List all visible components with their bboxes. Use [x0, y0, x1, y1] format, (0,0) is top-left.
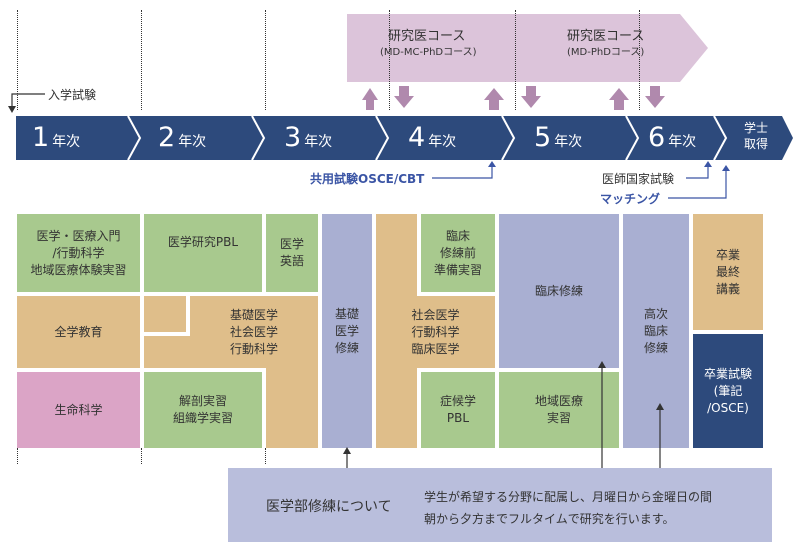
course2-subtitle: (MD-PhDコース): [567, 47, 645, 58]
down-arrow-icon: [645, 86, 665, 108]
block-anatomy: 解剖実習 組織学実習: [144, 372, 262, 448]
divider: [389, 10, 390, 110]
block-basic-training: 基礎 医学 修練: [322, 214, 372, 448]
timeline-band: [16, 115, 793, 161]
cbt-label: 共用試験OSCE/CBT: [310, 172, 425, 186]
up-arrow-icon: [362, 88, 378, 110]
block-advanced: 高次 臨床 修練: [623, 214, 689, 448]
note-title: 医学部修練について: [266, 499, 392, 515]
divider: [141, 10, 142, 110]
block-life-science: 生命科学: [17, 372, 140, 448]
up-arrow-icon: [484, 88, 504, 110]
note-connectors: [343, 361, 664, 470]
block-basic-social-tail: [266, 368, 318, 448]
divider: [265, 10, 266, 110]
block-basic-social: 基礎医学 社会医学 行動科学: [190, 296, 318, 368]
course-banner-md-phd: [515, 14, 708, 82]
block-general-ed-ext: [144, 296, 186, 332]
block-research-pbl: 医学研究PBL: [144, 214, 262, 292]
divider: [515, 10, 516, 110]
divider: [17, 10, 18, 110]
block-basic-social-ext: [144, 336, 190, 368]
down-arrow-icon: [394, 86, 414, 108]
entrance-arrow-icon: [8, 93, 45, 113]
note-line2: 朝から夕方までフルタイムで研究を行います。: [424, 512, 675, 526]
course1-title: 研究医コース: [388, 29, 466, 44]
exam-connectors: [432, 161, 730, 199]
block-english: 医学 英語: [266, 214, 318, 292]
note-line1: 学生が希望する分野に配属し、月曜日から金曜日の間: [424, 490, 713, 504]
matching-label: マッチング: [600, 192, 661, 206]
block-graduation-exam: 卒業試験 (筆記 /OSCE): [693, 334, 763, 448]
entrance-exam-label: 入学試験: [48, 88, 97, 102]
up-arrow-icon: [609, 88, 629, 110]
down-arrow-icon: [521, 86, 541, 108]
divider: [17, 448, 18, 464]
course2-title: 研究医コース: [567, 29, 645, 44]
block-community: 地域医療 実習: [499, 372, 619, 448]
note-box: [228, 468, 772, 542]
block-intro: 医学・医療入門 /行動科学 地域医療体験実習: [17, 214, 140, 292]
national-exam-label: 医師国家試験: [602, 172, 675, 186]
block-social-clinical: 社会医学 行動科学 臨床医学: [376, 296, 495, 368]
course-banners: [347, 14, 708, 110]
divider: [141, 448, 142, 464]
block-general-ed: 全学教育: [17, 296, 140, 368]
block-clinical: 臨床修練: [499, 214, 619, 368]
divider: [265, 448, 266, 464]
block-symptom-pbl: 症候学 PBL: [421, 372, 495, 448]
course1-subtitle: (MD-MC-PhDコース): [380, 47, 477, 58]
divider: [639, 10, 640, 110]
block-graduation-lecture: 卒業 最終 講義: [693, 214, 763, 330]
degree-label: 学士 取得: [743, 121, 768, 151]
block-prep: 臨床 修練前 準備実習: [421, 214, 495, 292]
